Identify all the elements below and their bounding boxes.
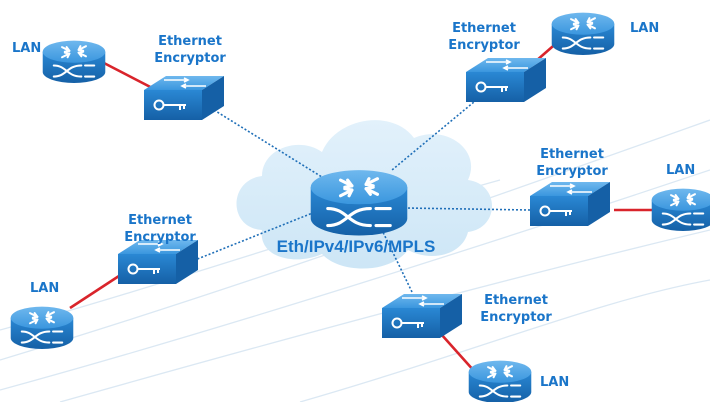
encryptor-switch-icon-bottom <box>381 293 463 339</box>
lan-label-bottom: LAN <box>540 375 570 390</box>
cloud-label: Eth/IPv4/IPv6/MPLS <box>276 237 436 256</box>
encryptor-label-top-right: Ethernet Encryptor <box>448 20 520 54</box>
encryptor-switch-icon-right <box>529 181 611 227</box>
encryptor-label-line1: Ethernet <box>158 34 222 49</box>
encryptor-label-left: Ethernet Encryptor <box>124 212 196 246</box>
encryptor-label-line1: Ethernet <box>484 293 548 308</box>
encryptor-label-line2: Encryptor <box>536 164 608 179</box>
encryptor-label-bottom: Ethernet Encryptor <box>480 292 552 326</box>
encryptor-label-top-left: Ethernet Encryptor <box>154 33 226 67</box>
encryptor-label-line2: Encryptor <box>448 38 520 53</box>
core-router-icon <box>309 168 409 238</box>
encryptor-switch-icon-top-right <box>465 57 547 103</box>
encryptor-label-line1: Ethernet <box>452 21 516 36</box>
lan-router-icon-top-left <box>41 39 107 85</box>
encryptor-label-line2: Encryptor <box>124 230 196 245</box>
lan-router-icon-left <box>9 305 75 351</box>
encryptor-label-line2: Encryptor <box>154 51 226 66</box>
wan-links <box>189 91 531 293</box>
encryptor-switch-icon-top-left <box>143 75 225 121</box>
lan-label-left: LAN <box>30 281 60 296</box>
lan-router-icon-right <box>650 187 710 233</box>
lan-router-icon-top-right <box>550 11 616 57</box>
encryptor-label-line1: Ethernet <box>128 213 192 228</box>
encryptor-label-line2: Encryptor <box>480 310 552 325</box>
lan-label-top-left: LAN <box>12 41 42 56</box>
lan-router-icon-bottom <box>467 359 533 402</box>
lan-label-top-right: LAN <box>630 21 660 36</box>
encryptor-label-right: Ethernet Encryptor <box>536 146 608 180</box>
lan-label-right: LAN <box>666 163 696 178</box>
encryptor-label-line1: Ethernet <box>540 147 604 162</box>
encryptor-switch-icon-left <box>117 239 199 285</box>
